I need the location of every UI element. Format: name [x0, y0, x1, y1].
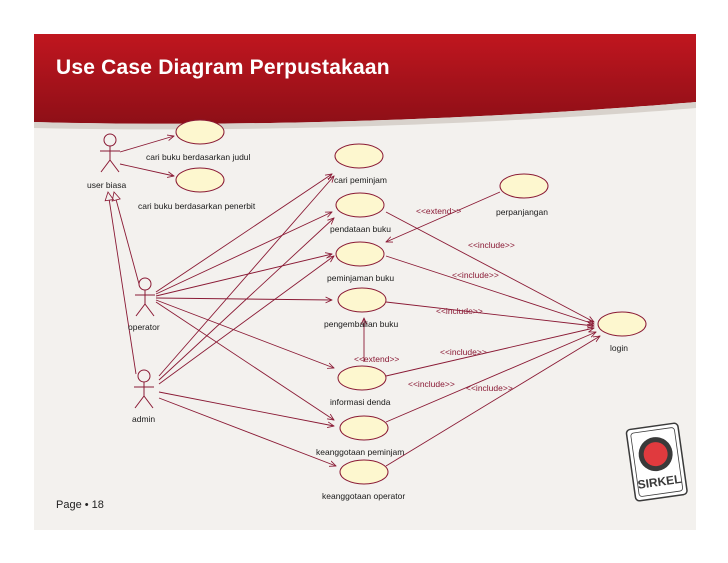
usecase-ellipse-denda — [337, 365, 387, 391]
usecase-ellipse-keanggotaan-operator — [339, 459, 389, 485]
include-peminjaman-login — [385, 255, 594, 324]
assoc-operator-denda — [155, 299, 334, 368]
include-denda-login — [385, 328, 594, 377]
actor-label-operator: operator — [128, 322, 160, 332]
assoc-admin-keanggotaan-peminjam — [158, 391, 334, 426]
usecase-ellipse-peminjaman — [335, 241, 385, 267]
usecase-label-login: login — [610, 343, 628, 353]
assoc-operator-cari-peminjam — [155, 174, 332, 293]
usecase-label-pendataan: pendataan buku — [330, 224, 391, 234]
actor-user-biasa — [100, 133, 120, 173]
actor-admin — [134, 369, 154, 409]
assoc-operator-keanggotaan-peminjam — [155, 301, 334, 420]
assoc-admin-peminjaman — [158, 256, 334, 385]
usecase-label-perpanjangan: perpanjangan — [496, 207, 548, 217]
use-case-diagram: user biasa operator admin cari buku berd… — [87, 119, 688, 502]
usecase-label-cari-penerbit: cari buku berdasarkan penerbit — [138, 201, 256, 211]
usecase-ellipse-keanggotaan-peminjam — [339, 415, 389, 441]
page-number: Page • 18 — [56, 499, 104, 511]
usecase-label-cari-judul: cari buku berdasarkan judul — [146, 152, 251, 162]
header-banner — [34, 34, 696, 130]
assoc-admin-pendataan — [158, 218, 334, 381]
usecase-ellipse-login — [597, 311, 647, 337]
slide: Use Case Diagram Perpustakaan — [34, 34, 696, 530]
generalization-admin-user — [108, 192, 137, 375]
assoc-operator-peminjaman — [155, 254, 332, 297]
usecase-ellipse-cari-peminjam — [334, 143, 384, 169]
assoc-user-penerbit — [119, 163, 174, 176]
include-pendataan-login — [385, 211, 594, 322]
stereotype-include-pendataan: <<include>> — [468, 240, 515, 250]
usecase-ellipse-pengembalian — [337, 287, 387, 313]
usecase-ellipse-cari-judul — [175, 119, 225, 145]
assoc-admin-keanggotaan-operator — [158, 397, 336, 466]
stereotype-include-keanggotaan-peminjam: <<include>> — [408, 379, 455, 389]
stereotype-include-denda: <<include>> — [440, 347, 487, 357]
stereotype-include-pengembalian: <<include>> — [436, 306, 483, 316]
usecase-label-denda: informasi denda — [330, 397, 391, 407]
usecase-label-pengembalian: pengembalian buku — [324, 319, 398, 329]
assoc-operator-pengembalian — [155, 298, 332, 300]
assoc-admin-cari-peminjam — [158, 176, 334, 377]
actor-label-user-biasa: user biasa — [87, 180, 126, 190]
stereotype-extend-perpanjangan: <<extend>> — [416, 206, 461, 216]
actor-operator — [135, 277, 155, 317]
usecase-label-cari-peminjam: cari peminjam — [334, 175, 387, 185]
usecase-ellipse-pendataan — [335, 192, 385, 218]
usecase-label-keanggotaan-operator: keanggotaan operator — [322, 491, 405, 501]
assoc-user-judul — [119, 136, 174, 153]
assoc-operator-pendataan — [155, 212, 332, 295]
sirkel-logo-text: SIRKEL — [637, 472, 683, 492]
stereotype-include-keanggotaan-operator: <<include>> — [466, 383, 513, 393]
usecase-label-keanggotaan-peminjam: keanggotaan peminjam — [316, 447, 404, 457]
include-keanggotaan-peminjam-login — [385, 332, 596, 423]
usecase-ellipse-perpanjangan — [499, 173, 549, 199]
usecase-ellipse-cari-penerbit — [175, 167, 225, 193]
stereotype-include-peminjaman: <<include>> — [452, 270, 499, 280]
extend-perpanjangan-peminjaman — [386, 191, 501, 242]
sirkel-logo: SIRKEL — [625, 422, 688, 502]
stereotype-extend-denda: <<extend>> — [354, 354, 399, 364]
include-keanggotaan-operator-login — [385, 336, 600, 467]
actor-label-admin: admin — [132, 414, 155, 424]
usecase-label-peminjaman: peminjaman buku — [327, 273, 394, 283]
page-title: Use Case Diagram Perpustakaan — [56, 56, 390, 79]
include-pengembalian-login — [385, 301, 594, 326]
generalization-operator-user — [114, 192, 140, 285]
